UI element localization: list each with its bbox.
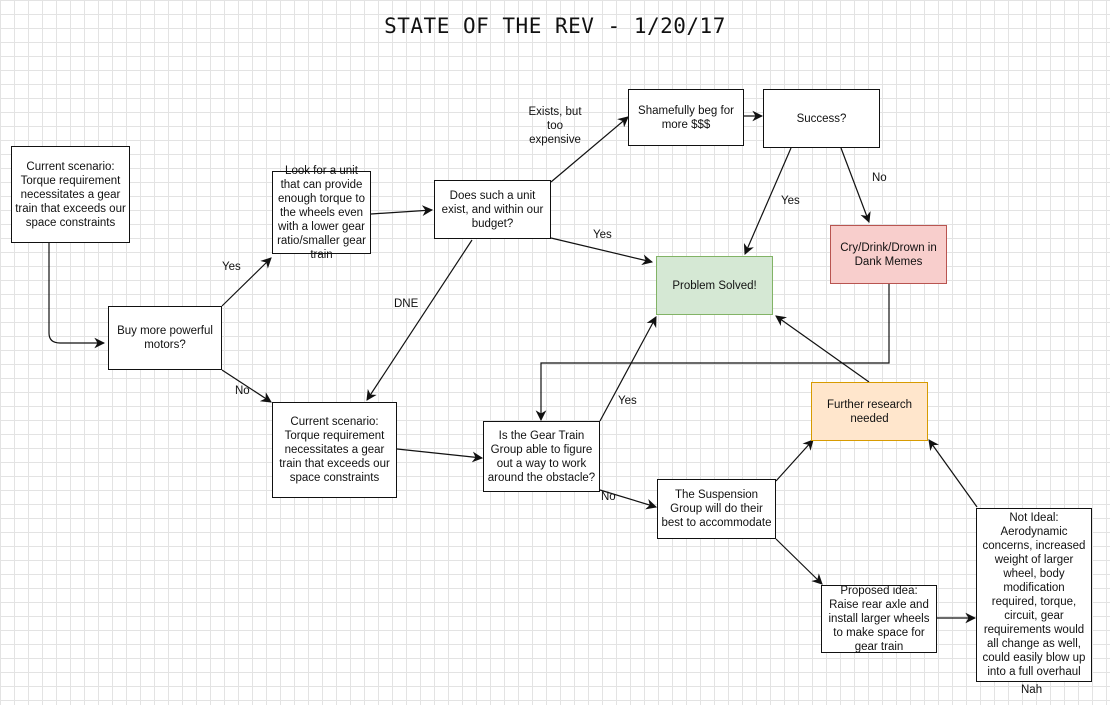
- edge-label-exists-line3: expensive: [529, 134, 581, 146]
- edge-gear-to-solved: [599, 316, 657, 422]
- edge-exists-to-beg: [550, 116, 629, 183]
- edge-label-yes-motors: Yes: [222, 261, 241, 273]
- node-current-scenario-2: Current scenario: Torque requirement nec…: [272, 402, 397, 498]
- node-look-for-unit: Look for a unit that can provide enough …: [272, 165, 371, 261]
- edge-success-to-solved: [743, 147, 792, 255]
- node-gear-train-group: Is the Gear Train Group able to figure o…: [483, 421, 600, 492]
- node-success: Success?: [763, 89, 880, 148]
- node-beg: Shamefully beg for more $$$: [628, 89, 744, 146]
- edge-scenario2-to-gear: [396, 448, 484, 463]
- edge-suspension-to-proposed: [775, 538, 823, 585]
- node-further-research: Further research needed: [811, 382, 928, 441]
- node-does-unit-exist: Does such a unit exist, and within our b…: [434, 180, 551, 239]
- node-cry: Cry/Drink/Drown in Dank Memes: [830, 225, 947, 284]
- edge-label-exists-line1: Exists, but: [528, 106, 582, 118]
- node-current-scenario-1: Current scenario: Torque requirement nec…: [11, 146, 130, 243]
- edge-label-yes-gear: Yes: [618, 395, 637, 407]
- edge-research-to-solved: [775, 315, 870, 383]
- node-proposed-idea: Proposed idea: Raise rear axle and insta…: [821, 585, 937, 653]
- edge-label-exists-expensive: Exists, but too expensive: [520, 105, 590, 147]
- edge-motors-to-scenario2: [221, 369, 272, 403]
- node-problem-solved: Problem Solved!: [656, 256, 773, 315]
- edge-gear-to-suspension: [599, 489, 658, 510]
- node-buy-motors: Buy more powerful motors?: [108, 306, 222, 370]
- edge-label-no-motors: No: [235, 385, 250, 397]
- edge-lookunit-to-exists: [370, 205, 434, 217]
- edge-motors-to-lookunit: [221, 257, 272, 307]
- edge-exists-to-solved: [550, 237, 654, 266]
- edge-exists-to-scenario2: [366, 239, 473, 401]
- edge-notideal-to-research: [928, 439, 978, 508]
- edge-label-nah: Nah: [1021, 684, 1043, 696]
- edge-scenario1-to-motors: [48, 243, 106, 349]
- edge-label-exists-line2: too: [547, 120, 563, 132]
- edge-label-no-gear: No: [601, 491, 616, 503]
- diagram-title: STATE OF THE REV - 1/20/17: [384, 14, 726, 38]
- node-not-ideal: Not Ideal: Aerodynamic concerns, increas…: [976, 508, 1092, 682]
- edge-success-to-cry: [840, 147, 871, 224]
- edge-cry-to-gear: [535, 284, 890, 422]
- node-suspension-group: The Suspension Group will do their best …: [657, 479, 776, 539]
- edge-label-yes-success: Yes: [781, 195, 800, 207]
- edge-label-dne: DNE: [394, 298, 419, 310]
- edge-label-yes-unit: Yes: [593, 229, 612, 241]
- edge-suspension-to-research: [775, 439, 814, 482]
- edge-label-no-success: No: [872, 172, 887, 184]
